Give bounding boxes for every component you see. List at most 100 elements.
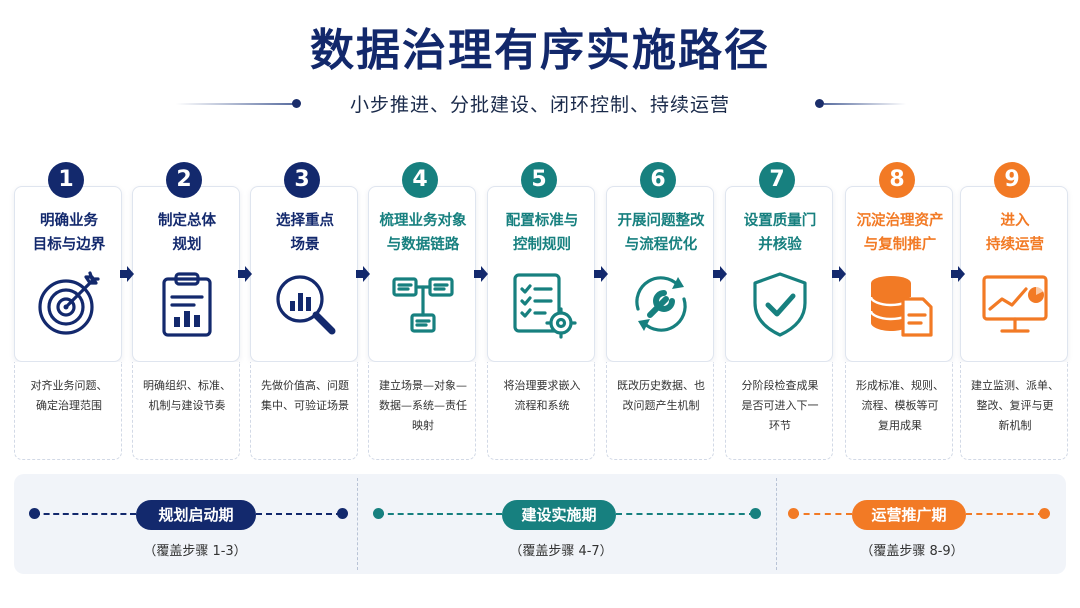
subtitle-divider-left [176, 103, 294, 105]
step-title-line: 与复制推广 [863, 237, 937, 253]
step-title: 开展问题整改 与流程优化 [607, 209, 715, 257]
step-title-line: 制定总体 [158, 213, 216, 229]
step-arrow-icon [713, 266, 727, 282]
step-title-line: 梳理业务对象 [379, 213, 467, 229]
step-number-badge: 8 [879, 162, 915, 198]
step-title-line: 选择重点 [276, 213, 334, 229]
step-desc-line: 先做价值高、问题 [261, 379, 349, 392]
step-description: 建立场景—对象— 数据—系统—责任 映射 [375, 376, 471, 436]
step-desc-line: 改问题产生机制 [622, 399, 700, 412]
step-arrow-icon [120, 266, 134, 282]
clipboard-chart-icon [152, 269, 222, 339]
step-number-badge: 2 [166, 162, 202, 198]
step-title-line: 并核验 [758, 237, 802, 253]
step-arrow-icon [238, 266, 252, 282]
step-number-badge: 9 [994, 162, 1030, 198]
step-card-top: 制定总体 规划 [132, 186, 240, 362]
step-desc-line: 新机制 [998, 419, 1032, 432]
phase-dashed-line [616, 513, 755, 515]
step-title: 配置标准与 控制规则 [488, 209, 596, 257]
step-title-line: 明确业务 [40, 213, 98, 229]
step-desc-line: 确定治理范围 [36, 399, 102, 412]
phase-dot [29, 508, 40, 519]
step-description: 将治理要求嵌入 流程和系统 [494, 376, 590, 416]
step-title: 梳理业务对象 与数据链路 [369, 209, 477, 257]
step-card: 6 开展问题整改 与流程优化 既改历史数据、也 改问题产生机制 [606, 162, 714, 460]
step-card-top: 配置标准与 控制规则 [487, 186, 595, 362]
step-desc-line: 建立场景—对象— [379, 379, 467, 392]
checklist-gear-icon [507, 269, 577, 339]
step-number-badge: 6 [640, 162, 676, 198]
step-arrow-icon [594, 266, 608, 282]
step-title: 设置质量门 并核验 [726, 209, 834, 257]
step-card-bottom: 将治理要求嵌入 流程和系统 [487, 362, 595, 460]
step-card-top: 明确业务 目标与边界 [14, 186, 122, 362]
step-title-line: 开展问题整改 [617, 213, 705, 229]
step-description: 既改历史数据、也 改问题产生机制 [613, 376, 709, 416]
step-title-line: 进入 [1000, 213, 1030, 229]
step-number-badge: 4 [402, 162, 438, 198]
step-description: 建立监测、派单、 整改、复评与更 新机制 [967, 376, 1063, 436]
step-title-line: 控制规则 [513, 237, 571, 253]
step-description: 分阶段检查成果 是否可进入下一 环节 [732, 376, 828, 436]
phase-separator [357, 478, 358, 570]
phase-label-pill: 建设实施期 [502, 500, 616, 530]
step-card-bottom: 既改历史数据、也 改问题产生机制 [606, 362, 714, 460]
step-desc-line: 映射 [412, 419, 434, 432]
step-card-bottom: 建立监测、派单、 整改、复评与更 新机制 [960, 362, 1068, 460]
step-title-line: 规划 [172, 237, 202, 253]
wrench-cycle-icon [626, 269, 696, 339]
page-title: 数据治理有序实施路径 [310, 25, 770, 76]
step-description: 明确组织、标准、 机制与建设节奏 [139, 376, 235, 416]
step-title: 明确业务 目标与边界 [15, 209, 123, 257]
step-desc-line: 整改、复评与更 [976, 399, 1054, 412]
step-desc-line: 数据—系统—责任 [379, 399, 467, 412]
step-desc-line: 机制与建设节奏 [148, 399, 226, 412]
step-title-line: 沉淀治理资产 [856, 213, 944, 229]
step-number-badge: 3 [284, 162, 320, 198]
step-description: 对齐业务问题、 确定治理范围 [21, 376, 117, 416]
phase-dashed-line [378, 513, 502, 515]
phase-dot [788, 508, 799, 519]
phase-step-range: （覆盖步骤 1-3） [143, 544, 247, 559]
step-arrow-icon [356, 266, 370, 282]
step-title-line: 场景 [290, 237, 320, 253]
step-card: 4 梳理业务对象 与数据链路 建立场景—对象— 数据—系统—责任 映射 [368, 162, 476, 460]
step-desc-line: 既改历史数据、也 [617, 379, 705, 392]
step-desc-line: 建立监测、派单、 [971, 379, 1059, 392]
phase-dot [1039, 508, 1050, 519]
step-title-line: 目标与边界 [32, 237, 106, 253]
step-title: 沉淀治理资产 与复制推广 [846, 209, 954, 257]
step-number-badge: 1 [48, 162, 84, 198]
subtitle-dot-left [292, 99, 301, 108]
step-title-line: 设置质量门 [743, 213, 817, 229]
step-desc-line: 环节 [769, 419, 791, 432]
step-desc-line: 流程、模板等可 [861, 399, 939, 412]
subtitle-dot-right [815, 99, 824, 108]
step-card-bottom: 建立场景—对象— 数据—系统—责任 映射 [368, 362, 476, 460]
phase-label-pill: 规划启动期 [136, 500, 256, 530]
phase-step-range: （覆盖步骤 4-7） [509, 544, 613, 559]
step-card-bottom: 形成标准、规则、 流程、模板等可 复用成果 [845, 362, 953, 460]
step-card: 9 进入 持续运营 建立监测、派单、 整改、复评与更 新机制 [960, 162, 1068, 460]
step-title: 选择重点 场景 [251, 209, 359, 257]
step-card: 7 设置质量门 并核验 分阶段检查成果 是否可进入下一 环节 [725, 162, 833, 460]
step-desc-line: 流程和系统 [514, 399, 570, 412]
monitor-chart-icon [980, 269, 1050, 339]
step-description: 形成标准、规则、 流程、模板等可 复用成果 [852, 376, 948, 436]
step-card: 1 明确业务 目标与边界 对齐业务问题、 确定治理范围 [14, 162, 122, 460]
step-card-top: 开展问题整改 与流程优化 [606, 186, 714, 362]
page-subtitle: 小步推进、分批建设、闭环控制、持续运营 [349, 94, 730, 116]
step-card: 8 沉淀治理资产 与复制推广 形成标准、规则、 流程、模板等可 复用成果 [845, 162, 953, 460]
step-title-line: 配置标准与 [505, 213, 579, 229]
step-title-line: 与数据链路 [386, 237, 460, 253]
magnifier-chart-icon [270, 269, 340, 339]
step-desc-line: 形成标准、规则、 [856, 379, 944, 392]
flow-diagram-icon [388, 269, 458, 339]
step-card: 5 配置标准与 控制规则 将治理要求嵌入 流程和系统 [487, 162, 595, 460]
step-card: 2 制定总体 规划 明确组织、标准、 机制与建设节奏 [132, 162, 240, 460]
phase-dot [373, 508, 384, 519]
step-card-bottom: 明确组织、标准、 机制与建设节奏 [132, 362, 240, 460]
step-arrow-icon [832, 266, 846, 282]
phase-step-range: （覆盖步骤 8-9） [860, 544, 964, 559]
